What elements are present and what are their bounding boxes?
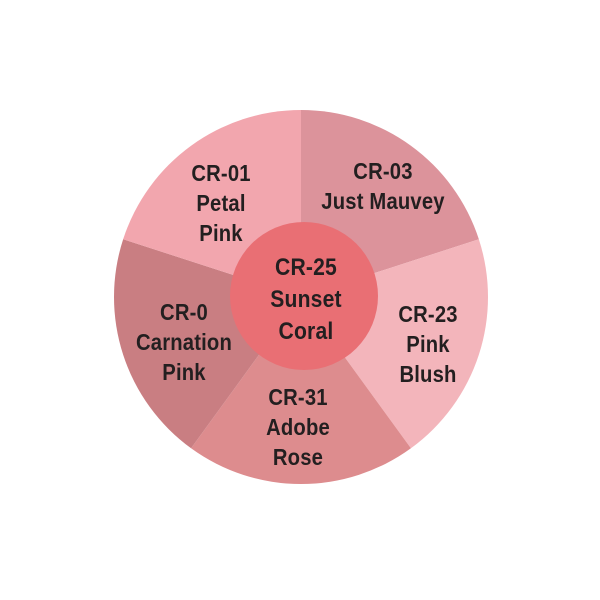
label-line-name: Sunset [270,286,342,313]
label-line-name: Carnation [135,329,233,355]
label-line-name: Petal [196,190,246,216]
label-line-code: CR-23 [398,301,458,327]
label-adobe-rose: CR-31 Adobe Rose [266,382,330,472]
label-petal-pink: CR-01 Petal Pink [191,158,250,248]
label-line-name: Blush [399,361,457,387]
label-line-name: Coral [278,318,334,345]
label-line-name: Pink [162,359,206,385]
label-line-name: Just Mauvey [321,188,445,214]
label-line-name: Rose [272,444,324,470]
label-sunset-coral: CR-25 Sunset Coral [270,252,341,348]
label-line-code: CR-25 [275,254,337,281]
label-line-name: Adobe [266,414,330,440]
label-line-code: CR-0 [160,299,208,325]
label-line-name: Pink [199,220,243,246]
label-line-code: CR-01 [191,160,251,186]
wedge-adobe-rose [191,297,411,484]
label-line-name: Pink [406,331,450,357]
label-just-mauvey: CR-03 Just Mauvey [321,156,444,216]
label-line-code: CR-31 [268,384,328,410]
label-line-code: CR-03 [353,158,413,184]
center-circle-sunset-coral [230,222,378,370]
label-pink-blush: CR-23 Pink Blush [398,299,457,389]
label-carnation-pink: CR-0 Carnation Pink [136,297,232,387]
